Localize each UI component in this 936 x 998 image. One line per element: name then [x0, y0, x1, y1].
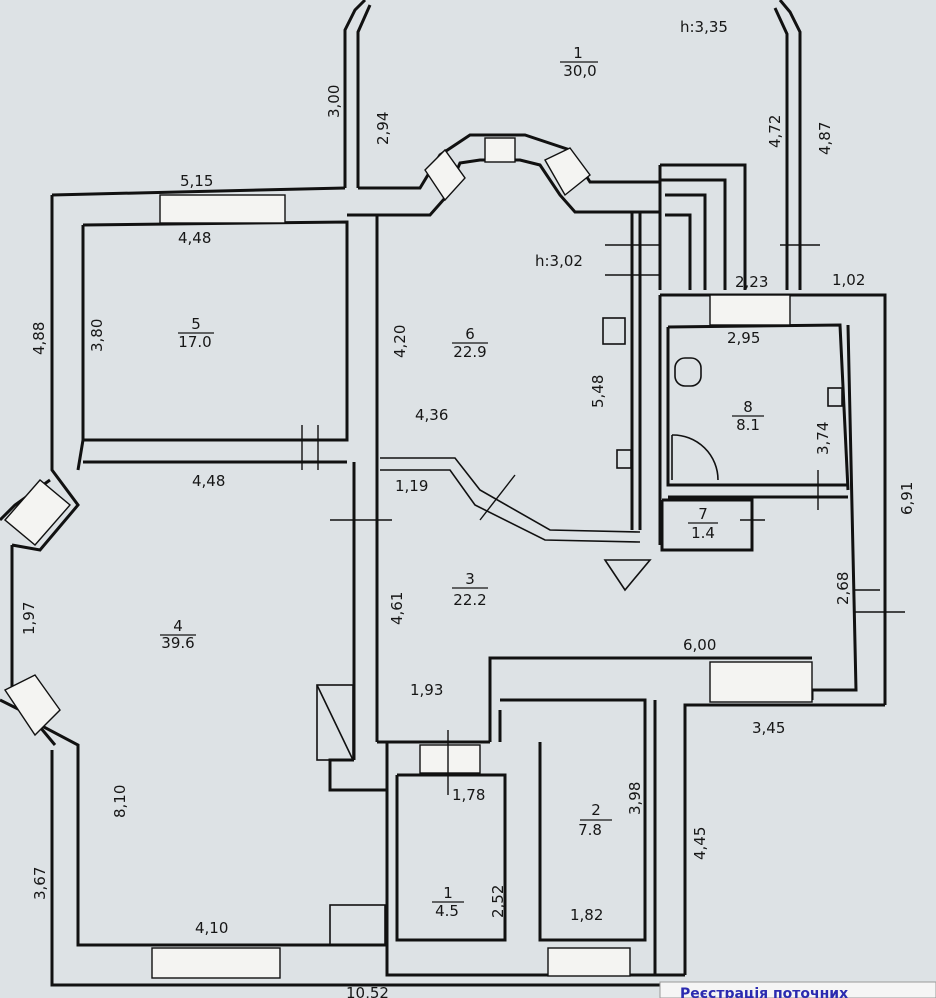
room-7-area: 1.4 — [691, 524, 715, 542]
room-2-number: 2 — [591, 801, 601, 819]
room-1-top-area: 30,0 — [563, 62, 596, 80]
dim-4-88: 4,88 — [30, 322, 48, 355]
dim-4-61: 4,61 — [388, 592, 406, 625]
dim-3-74: 3,74 — [814, 422, 832, 455]
dim-4-45: 4,45 — [691, 827, 709, 860]
dim-2-68: 2,68 — [834, 572, 852, 605]
dim-5-15: 5,15 — [180, 172, 213, 190]
room-1-top-number: 1 — [573, 44, 583, 62]
dim-3-98: 3,98 — [626, 782, 644, 815]
dim-2-95: 2,95 — [727, 329, 760, 347]
dim-2-23: 2,23 — [735, 273, 768, 291]
height-top: h:3,35 — [680, 18, 728, 36]
room-3-label: 3 22.2 — [452, 570, 488, 609]
room-4-number: 4 — [173, 617, 183, 635]
dim-4-72: 4,72 — [766, 115, 784, 148]
dim-4-36: 4,36 — [415, 406, 448, 424]
dim-6-00: 6,00 — [683, 636, 716, 654]
room-5-label: 5 17.0 — [178, 315, 214, 351]
dim-1-02: 1,02 — [832, 271, 865, 289]
dim-3-45: 3,45 — [752, 719, 785, 737]
room-7-number: 7 — [698, 505, 708, 523]
room-8-label: 8 8.1 — [732, 398, 764, 434]
dim-4-87: 4,87 — [816, 122, 834, 155]
footer-strip — [659, 981, 936, 998]
dim-6-91: 6,91 — [898, 482, 916, 515]
dim-1-78: 1,78 — [452, 786, 485, 804]
windows — [3, 137, 813, 979]
dim-3-67: 3,67 — [31, 867, 49, 900]
dim-4-10: 4,10 — [195, 919, 228, 937]
room-6-area: 22.9 — [453, 343, 486, 361]
room-5-area: 17.0 — [178, 333, 211, 351]
room-3-area: 22.2 — [453, 591, 486, 609]
dim-3-80: 3,80 — [88, 319, 106, 352]
dim-1-97: 1,97 — [20, 602, 38, 635]
dim-1-82: 1,82 — [570, 906, 603, 924]
dim-1-19: 1,19 — [395, 477, 428, 495]
room-2-area: 7.8 — [578, 821, 602, 839]
room-8-area: 8.1 — [736, 416, 760, 434]
room-6-label: 6 22.9 — [452, 325, 488, 361]
height-mid: h:3,02 — [535, 252, 583, 270]
dim-8-10: 8,10 — [111, 785, 129, 818]
dim-1-93: 1,93 — [410, 681, 443, 699]
room-1-bottom-area: 4.5 — [435, 902, 459, 920]
footer-text: Реєстрація поточних — [680, 986, 848, 998]
dimensions: 5,15 4,48 4,88 3,80 3,00 2,94 4,72 4,87 … — [20, 85, 916, 998]
room-1-bottom-number: 1 — [443, 884, 453, 902]
dim-4-48-top: 4,48 — [178, 229, 211, 247]
room-6-number: 6 — [465, 325, 475, 343]
room-8-number: 8 — [743, 398, 753, 416]
room-7-label: 7 1.4 — [688, 505, 718, 542]
dim-4-20: 4,20 — [391, 325, 409, 358]
ticks — [301, 244, 905, 795]
room-3-number: 3 — [465, 570, 475, 588]
dim-10-52: 10,52 — [346, 984, 389, 998]
room-1-top-label: 1 30,0 — [560, 44, 598, 80]
room-4-area: 39.6 — [161, 634, 194, 652]
dim-2-94: 2,94 — [374, 112, 392, 145]
dim-3-00: 3,00 — [325, 85, 343, 118]
room-4-label: 4 39.6 — [160, 617, 196, 652]
dim-5-48: 5,48 — [589, 375, 607, 408]
room-5-number: 5 — [191, 315, 201, 333]
room-labels: 1 30,0 5 17.0 6 22.9 8 8.1 7 1.4 3 22.2 — [160, 44, 764, 920]
room-2-label: 2 7.8 — [578, 801, 612, 839]
dim-4-48-mid: 4,48 — [192, 472, 225, 490]
dim-2-52: 2,52 — [489, 885, 507, 918]
room-1-bottom-label: 1 4.5 — [432, 884, 464, 920]
